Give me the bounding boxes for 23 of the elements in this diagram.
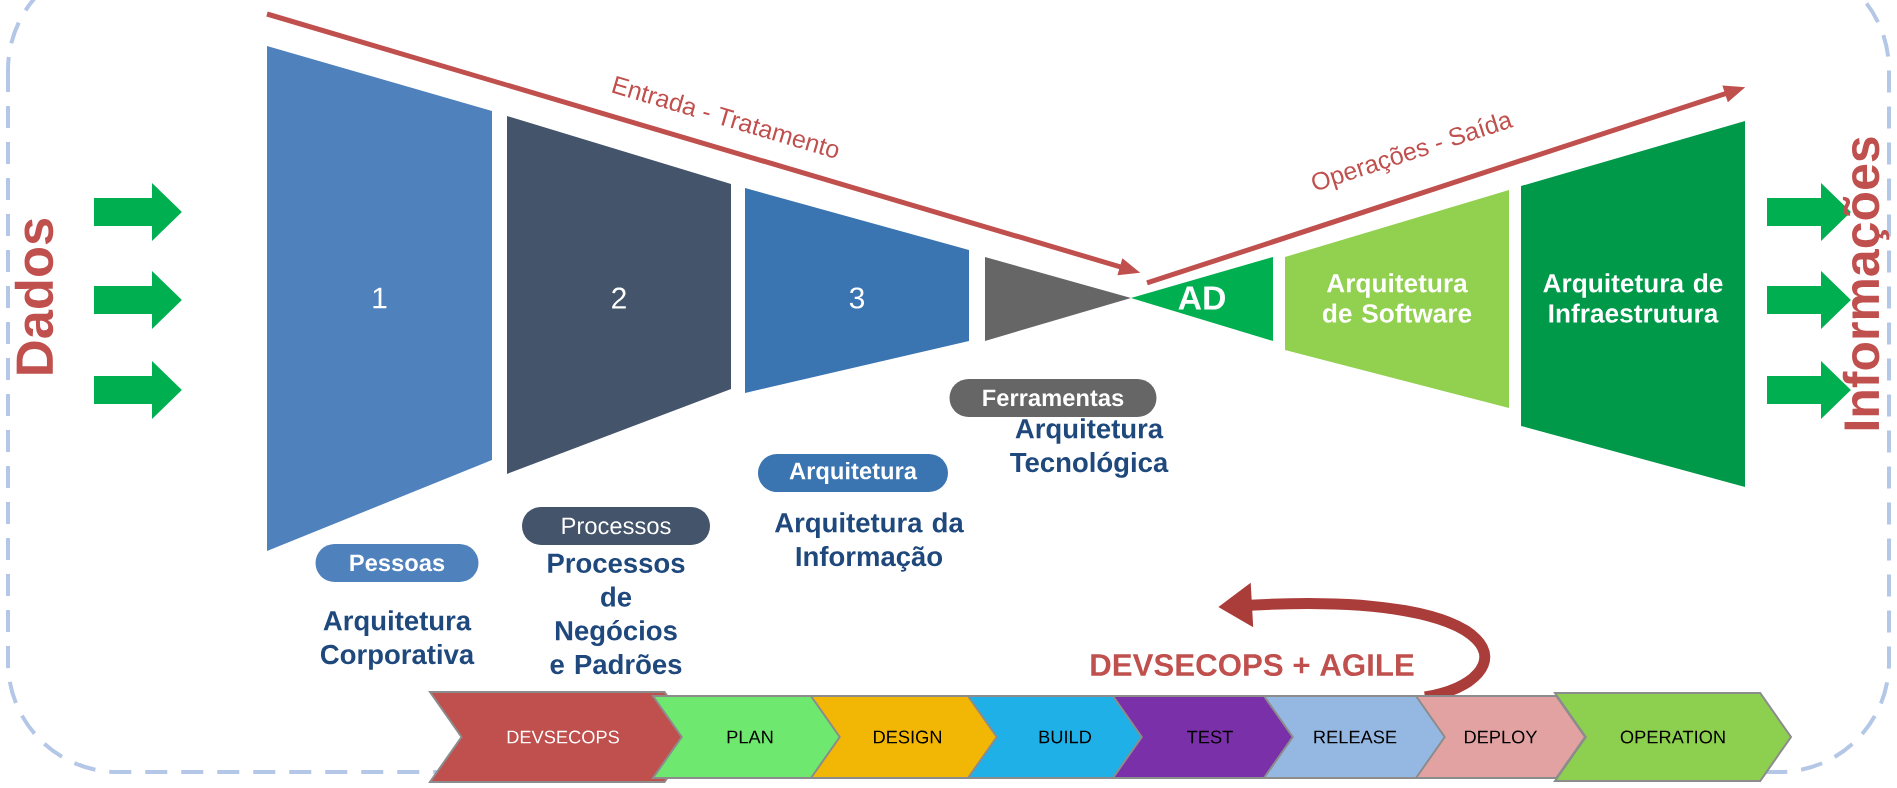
label-pill: Processos (522, 507, 710, 545)
trapezoid: AD (1131, 257, 1273, 341)
process-step: DEVSECOPS (428, 691, 698, 783)
triangle (985, 257, 1131, 341)
trapezoid: Arquitetura de Software (1285, 190, 1509, 408)
label-pill: Ferramentas (949, 379, 1157, 417)
process-step: OPERATION (1553, 692, 1793, 782)
trapezoid: 3 (745, 188, 969, 393)
label-pill: Pessoas (315, 544, 479, 582)
node-label: Arquitetura Corporativa (320, 610, 475, 670)
node-label: Processos de Negócios e Padrões (548, 553, 685, 675)
process-step: DEPLOY (1414, 695, 1587, 779)
trapezoid: 1 (267, 46, 492, 551)
node-label: Arquitetura Tecnológica (1010, 418, 1169, 478)
axis-title: Dados (14, 218, 54, 374)
trapezoid: Arquitetura de Infraestrutura (1521, 121, 1745, 487)
axis-title: Informações (1842, 137, 1890, 430)
process-step: RELEASE (1262, 695, 1448, 779)
process-step: PLAN (651, 695, 849, 779)
arrow-label: DEVSECOPS + AGILE (1091, 653, 1414, 677)
node-label: 1 (373, 287, 387, 309)
label-pill: Arquitetura (758, 454, 948, 492)
node-label: Arquitetura da Informação (774, 512, 964, 572)
